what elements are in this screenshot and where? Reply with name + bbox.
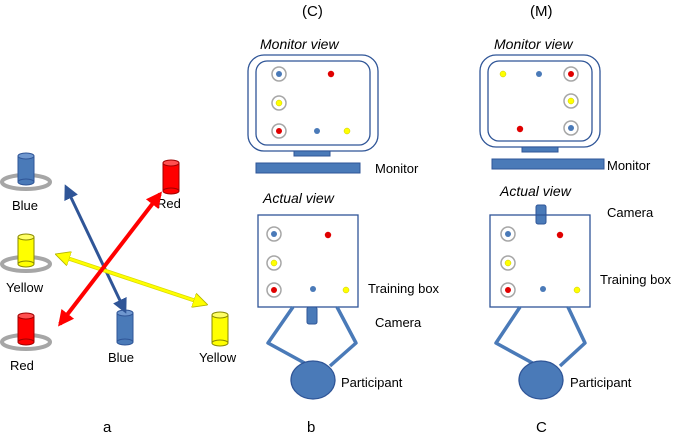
participant-right-arm xyxy=(558,306,587,368)
yellow-dot xyxy=(343,127,351,135)
participant-left-arm xyxy=(494,306,539,368)
panel-b-training-box-label: Training box xyxy=(368,281,440,296)
label-blue-left: Blue xyxy=(12,198,38,213)
red-dot xyxy=(505,287,511,293)
panel-c-caption: C xyxy=(536,419,547,433)
blue-dot xyxy=(536,71,542,77)
blue-dot xyxy=(540,286,546,292)
blue-dot xyxy=(271,231,277,237)
ring xyxy=(266,226,282,242)
ring xyxy=(500,255,516,271)
red-arrow xyxy=(58,191,162,327)
panel-b-monitor-label: Monitor xyxy=(375,161,419,176)
panel-c-participant-label: Participant xyxy=(570,375,632,390)
ring xyxy=(563,66,579,82)
label-yellow-bottom: Yellow xyxy=(199,350,237,365)
yellow-cylinder-left xyxy=(0,233,52,273)
red-cylinder-right xyxy=(162,159,180,195)
ring xyxy=(271,95,287,111)
panel-c-monitor-label: Monitor xyxy=(607,158,651,173)
yellow-dot xyxy=(567,97,575,105)
ring xyxy=(266,282,282,298)
participant-right-arm xyxy=(328,306,358,368)
red-dot xyxy=(568,71,574,77)
panel-a-caption: a xyxy=(103,419,112,433)
red-dot xyxy=(556,231,564,239)
blue-dot xyxy=(276,71,282,77)
red-dot xyxy=(324,231,332,239)
label-yellow-left: Yellow xyxy=(6,280,44,295)
panel-b-participant-label: Participant xyxy=(341,375,403,390)
yellow-dot xyxy=(573,286,581,294)
participant-head-icon xyxy=(290,360,336,400)
label-red-left: Red xyxy=(10,358,34,373)
camera-icon xyxy=(306,306,318,325)
label-blue-bottom: Blue xyxy=(108,350,134,365)
panel-a: Blue Yellow Red Red Bl xyxy=(0,152,237,436)
monitor-c xyxy=(479,54,605,170)
yellow-dot xyxy=(275,99,283,107)
panel-c-actual-view-label: Actual view xyxy=(499,183,572,199)
panel-b: (C) Monitor view Monitor Actual view xyxy=(247,3,440,436)
red-dot xyxy=(276,128,282,134)
training-box-c xyxy=(489,214,591,308)
participant-head-icon xyxy=(518,360,564,400)
yellow-dot xyxy=(504,259,512,267)
ring xyxy=(563,93,579,109)
yellow-cylinder-bottom xyxy=(211,311,229,347)
panel-b-actual-view-label: Actual view xyxy=(262,190,335,206)
blue-dot xyxy=(310,286,316,292)
panel-c-header: (M) xyxy=(530,3,553,20)
yellow-dot xyxy=(270,259,278,267)
red-dot xyxy=(327,70,335,78)
ring xyxy=(563,120,579,136)
yellow-dot xyxy=(499,70,507,78)
panel-c-camera-label: Camera xyxy=(607,205,654,220)
ring xyxy=(271,123,287,139)
blue-cylinder-top-left xyxy=(0,152,52,191)
blue-dot xyxy=(505,231,511,237)
panel-c-monitor-view-label: Monitor view xyxy=(494,36,573,52)
panel-c: (M) Monitor view Monitor Actual view Cam… xyxy=(479,3,672,436)
panel-b-camera-label: Camera xyxy=(375,315,422,330)
red-dot xyxy=(516,125,524,133)
red-cylinder-left xyxy=(0,312,52,351)
blue-cylinder-bottom xyxy=(116,309,134,346)
panel-c-training-box-label: Training box xyxy=(600,272,672,287)
monitor-b xyxy=(247,54,379,174)
blue-dot xyxy=(568,125,574,131)
panel-b-caption: b xyxy=(307,419,315,433)
ring xyxy=(500,226,516,242)
red-dot xyxy=(271,287,277,293)
participant-left-arm xyxy=(266,306,311,368)
label-red-right: Red xyxy=(157,196,181,211)
yellow-dot xyxy=(342,286,350,294)
ring xyxy=(266,255,282,271)
panel-b-header: (C) xyxy=(302,3,323,20)
ring xyxy=(271,66,287,82)
panel-b-monitor-view-label: Monitor view xyxy=(260,36,339,52)
ring xyxy=(500,282,516,298)
blue-dot xyxy=(314,128,320,134)
